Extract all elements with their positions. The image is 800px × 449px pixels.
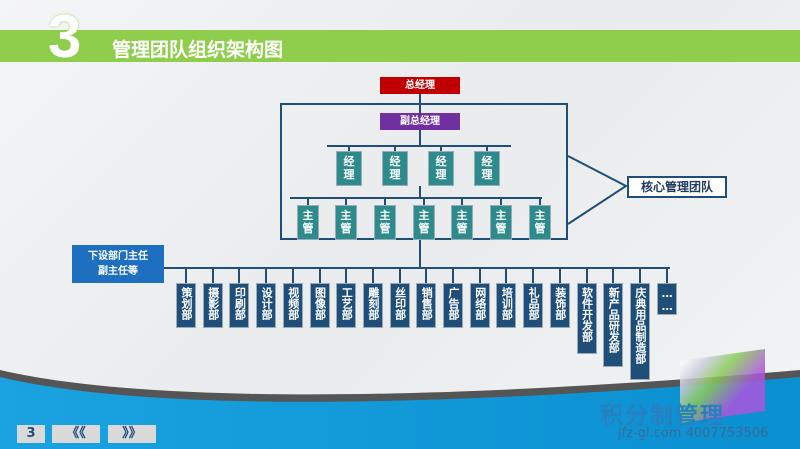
brand-logo: 积分制管理 xyxy=(600,403,725,429)
department-box: 设计部 xyxy=(256,283,277,328)
dept-line xyxy=(164,267,670,269)
connector xyxy=(665,268,668,283)
connector xyxy=(638,268,641,283)
connector xyxy=(185,268,187,283)
footer-band xyxy=(0,370,800,449)
page-number: 3 xyxy=(17,425,45,443)
department-box: 网络部 xyxy=(469,283,490,328)
connector xyxy=(345,198,347,205)
connector xyxy=(452,268,454,283)
department-box: 新产品研发部 xyxy=(603,283,624,367)
connector xyxy=(384,198,386,205)
connector xyxy=(558,268,561,283)
connector xyxy=(539,198,541,205)
department-box: 图像部 xyxy=(309,283,330,328)
connector xyxy=(505,268,508,283)
supervisor-box: 主管 xyxy=(490,205,512,240)
department-box: …… xyxy=(656,283,677,315)
title-bar xyxy=(0,30,800,62)
site: jfz-gl.com xyxy=(618,426,682,441)
brand-contact: jfz-gl.com 4007753506 xyxy=(618,426,768,441)
manager-box: 经理 xyxy=(428,151,454,186)
connector xyxy=(612,268,615,283)
department-box: 软件开发部 xyxy=(576,283,597,354)
connector xyxy=(290,197,542,199)
department-box: 培训部 xyxy=(496,283,517,328)
department-box: 广告部 xyxy=(443,283,463,328)
core-team-label: 核心管理团队 xyxy=(627,176,727,198)
sub-label-1: 下设部门主任 xyxy=(88,251,148,262)
connector xyxy=(478,268,481,283)
department-box: 装饰部 xyxy=(549,283,570,328)
connector xyxy=(423,198,425,205)
connector xyxy=(486,146,488,151)
connector xyxy=(500,198,502,205)
core-bracket xyxy=(567,155,628,225)
connector xyxy=(345,268,348,283)
department-box: 视频部 xyxy=(282,283,303,328)
vgm-box: 副总经理 xyxy=(380,113,460,130)
manager-box: 经理 xyxy=(336,151,362,186)
phone: 4007753506 xyxy=(685,426,769,441)
connector xyxy=(371,268,374,283)
connector xyxy=(327,145,511,147)
supervisor-box: 主管 xyxy=(451,205,473,240)
sub-label-2: 副主任等 xyxy=(98,266,138,277)
section-number: 3 xyxy=(48,3,82,70)
department-box: 策划部 xyxy=(176,283,196,328)
connector xyxy=(238,268,241,283)
connector xyxy=(318,268,321,283)
connector xyxy=(425,268,428,283)
connector xyxy=(419,240,421,268)
connector xyxy=(398,268,401,283)
connector xyxy=(461,198,463,205)
page-title: 管理团队组织架构图 xyxy=(112,39,284,61)
next-button[interactable]: 》》 xyxy=(108,425,156,443)
supervisor-box: 主管 xyxy=(335,205,357,240)
gm-box: 总经理 xyxy=(380,77,460,94)
supervisor-box: 主管 xyxy=(413,205,435,240)
department-box: 销售部 xyxy=(416,283,437,328)
department-box: 丝印部 xyxy=(389,283,410,328)
supervisor-box: 主管 xyxy=(374,205,396,240)
department-box: 庆典用品制造部 xyxy=(629,283,650,380)
department-box: 礼品部 xyxy=(523,283,544,328)
manager-box: 经理 xyxy=(382,151,408,186)
connector xyxy=(394,146,396,151)
connector xyxy=(585,268,588,283)
sub-dept-label: 下设部门主任副主任等 xyxy=(72,245,164,283)
connector xyxy=(307,198,309,205)
department-box: 摄影部 xyxy=(202,283,223,328)
manager-box: 经理 xyxy=(474,151,500,186)
department-box: 雕刻部 xyxy=(362,283,383,328)
connector xyxy=(419,186,421,198)
connector xyxy=(419,130,421,146)
supervisor-box: 主管 xyxy=(297,205,319,240)
connector xyxy=(348,146,350,151)
department-box: 印刷部 xyxy=(229,283,250,328)
connector xyxy=(211,268,214,283)
supervisor-box: 主管 xyxy=(529,205,551,240)
connector xyxy=(440,146,442,151)
connector xyxy=(265,268,268,283)
connector xyxy=(532,268,535,283)
connector xyxy=(291,268,294,283)
department-box: 工艺部 xyxy=(336,283,357,328)
prev-button[interactable]: 《《 xyxy=(52,425,100,443)
